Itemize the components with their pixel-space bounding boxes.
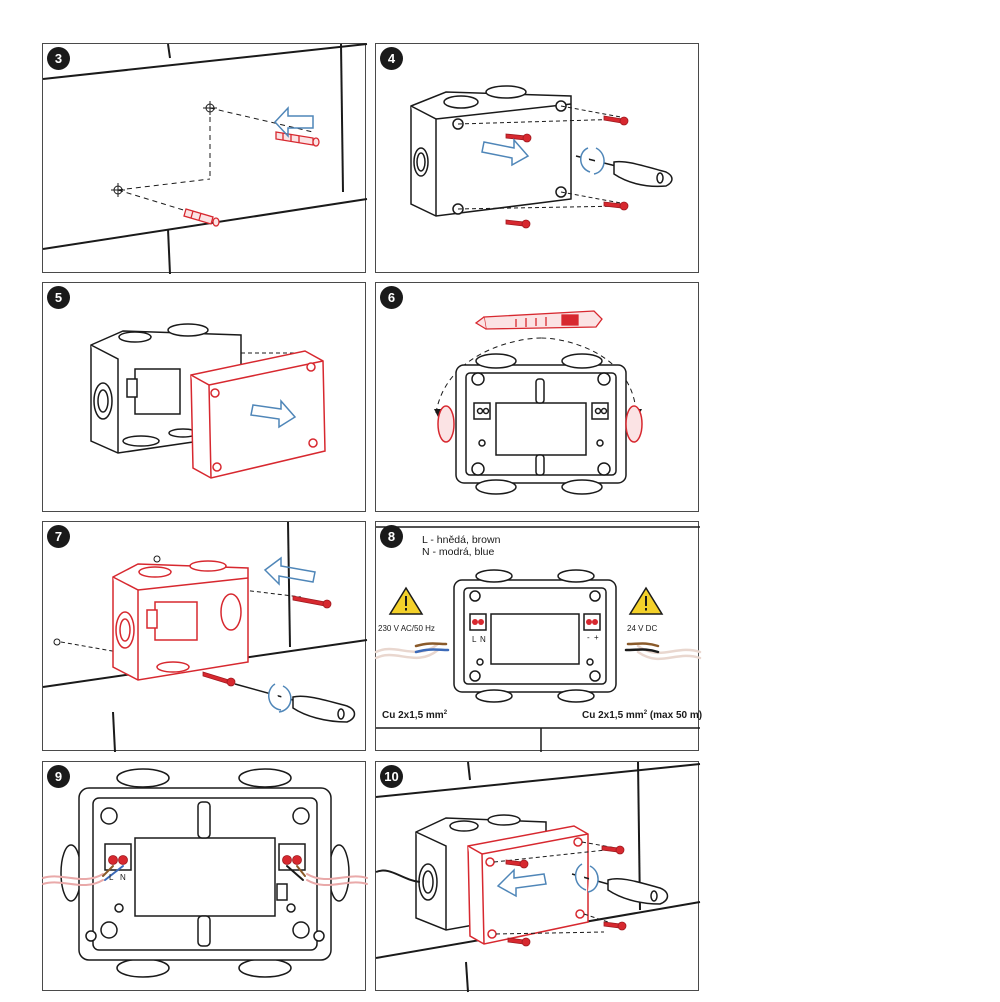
wall-plug-icon	[183, 131, 320, 227]
crosshair-icon	[111, 101, 217, 197]
arrow-left-icon	[273, 106, 314, 138]
step-5-panel: 5	[42, 282, 366, 512]
step-number-badge: 7	[47, 525, 70, 548]
step-number-badge: 5	[47, 286, 70, 309]
utility-knife-icon	[474, 310, 603, 330]
lid-outline	[467, 825, 589, 945]
legend-brown-wire: L - hnědá, brown	[422, 534, 501, 546]
step-8-panel: 8	[374, 521, 703, 752]
cable-icon	[375, 869, 421, 883]
cable-spec-left: Cu 2x1,5 mm2	[382, 710, 448, 721]
step-number-badge: 6	[380, 286, 403, 309]
step-3-panel: 3	[42, 43, 368, 275]
voltage-dc-label: 24 V DC	[627, 624, 658, 633]
cut-grommet-illustration	[434, 310, 643, 495]
step-6-panel: 6	[375, 282, 699, 512]
open-box-screw-illustration	[410, 85, 673, 229]
screw-icon	[505, 845, 627, 947]
box-outline-red	[112, 560, 249, 681]
step-10-panel: 10	[375, 761, 701, 993]
wired-box-illustration	[42, 768, 368, 978]
step-number-badge: 8	[380, 525, 403, 548]
remove-lid-illustration	[90, 323, 326, 479]
terminal-n-label: N	[120, 873, 126, 882]
cable-spec-right: Cu 2x1,5 mm2 (max 50 m)	[582, 710, 703, 721]
lid-outline	[190, 350, 326, 479]
arrow-right-icon	[481, 138, 530, 167]
wall-drilling-illustration	[42, 43, 368, 275]
screwdriver-icon	[234, 683, 356, 723]
terminal-l-label: L	[472, 635, 477, 644]
step-number-badge: 9	[47, 765, 70, 788]
screwdriver-icon	[575, 147, 673, 188]
terminal-screw-icon	[472, 619, 598, 625]
grommet-highlight	[437, 405, 643, 443]
step-9-panel: 9 L N	[42, 761, 368, 991]
step-number-badge: 10	[380, 765, 403, 788]
close-lid-illustration	[375, 761, 701, 993]
voltage-ac-label: 230 V AC/50 Hz	[378, 624, 435, 633]
mount-box-illustration	[42, 521, 368, 753]
screw-icon	[505, 115, 629, 229]
terminal-plus-label: +	[594, 633, 599, 642]
terminal-screw-icon	[108, 855, 302, 865]
screwdriver-icon	[571, 863, 669, 905]
screw-icon	[202, 595, 332, 687]
step-number-badge: 4	[380, 47, 403, 70]
cable-icon	[374, 642, 702, 661]
arrow-right-icon	[250, 399, 297, 429]
terminal-l-label: L	[109, 873, 114, 882]
legend-blue-wire: N - modrá, blue	[422, 546, 495, 558]
arrow-left-icon	[263, 556, 316, 586]
wiring-diagram-illustration	[374, 526, 702, 752]
step-4-panel: 4	[375, 43, 699, 273]
step-number-badge: 3	[47, 47, 70, 70]
arrow-left-icon	[496, 868, 547, 898]
cable-icon	[42, 865, 368, 887]
step-7-panel: 7	[42, 521, 368, 753]
terminal-minus-label: -	[587, 633, 590, 642]
terminal-n-label: N	[480, 635, 486, 644]
